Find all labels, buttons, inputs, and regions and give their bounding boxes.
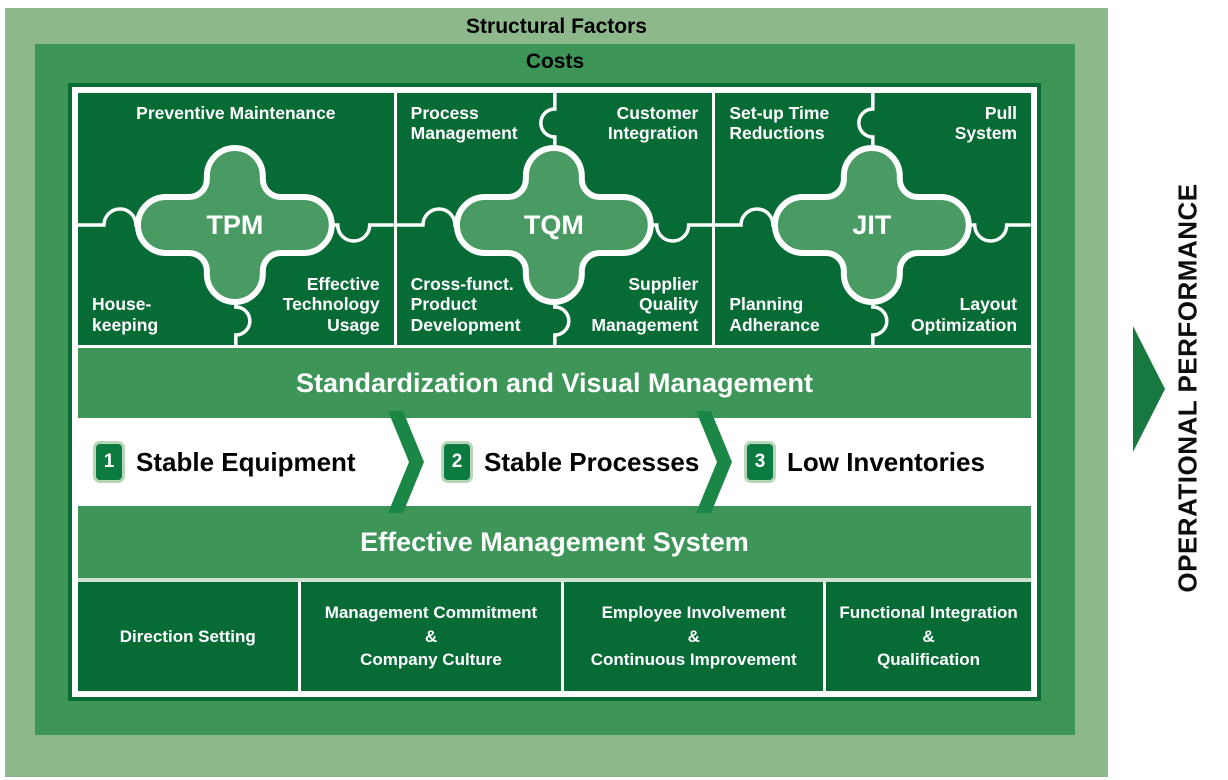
costs-title: Costs [525, 50, 585, 73]
foundation-cell-direction-setting: Direction Setting [78, 582, 298, 691]
jit-top-left-label: Set-up Time Reductions [729, 103, 830, 144]
tqm-top-right-label: Customer Integration [607, 103, 699, 144]
tqm-top-left-label: Process Management [410, 103, 518, 144]
step-3-label: Low Inventories [787, 446, 985, 477]
step-1-label: Stable Equipment [136, 446, 356, 477]
step-1: 1 Stable Equipment [93, 441, 356, 483]
standardization-bar: Standardization and Visual Management [78, 348, 1031, 418]
framework-frame: TPM Preventive Maintenance House- keepin… [68, 83, 1041, 701]
jit-bottom-right-label: Layout Optimization [911, 294, 1018, 335]
foundation-divider [78, 578, 1031, 582]
jit-puzzle-piece [772, 145, 973, 305]
foundation-cell-management-commitment: Management Commitment & Company Culture [300, 582, 562, 691]
tqm-bottom-left-label: Cross-funct. Product Development [410, 274, 521, 335]
jit-bottom-left-label: Planning Adherance [729, 294, 820, 335]
jit-section: JIT Set-up Time Reductions Pull System P… [715, 93, 1032, 345]
jit-label: JIT [853, 210, 892, 240]
jit-top-right-label: Pull System [954, 103, 1018, 144]
tpm-puzzle-graphic: TPM [78, 145, 394, 345]
step-chevron-icon [388, 411, 424, 513]
management-system-bar: Effective Management System [78, 506, 1031, 578]
jit-puzzle-graphic: JIT [715, 93, 1032, 345]
framework-content: TPM Preventive Maintenance House- keepin… [78, 93, 1032, 691]
costs-panel: Costs TPM Preventive Maintenance House- … [35, 44, 1075, 735]
tpm-label: TPM [206, 210, 263, 240]
step-chevron-icon [696, 411, 732, 513]
tpm-section: TPM Preventive Maintenance House- keepin… [78, 93, 394, 345]
tpm-top-label: Preventive Maintenance [136, 103, 336, 123]
foundation-cell-employee-involvement: Employee Involvement & Continuous Improv… [564, 582, 824, 691]
step-2: 2 Stable Processes [441, 441, 699, 483]
step-2-number-badge: 2 [441, 441, 473, 483]
tqm-label: TQM [524, 210, 584, 240]
tqm-puzzle-graphic: TQM [396, 93, 713, 345]
operational-performance-label: OPERATIONAL PERFORMANCE [1172, 183, 1203, 593]
tqm-puzzle-piece [453, 145, 654, 305]
step-1-number-badge: 1 [93, 441, 125, 483]
structural-factors-title: Structural Factors [466, 15, 647, 38]
standardization-label: Standardization and Visual Management [295, 367, 814, 398]
step-3: 3 Low Inventories [744, 441, 985, 483]
tpm-bottom-right-label: Effective Technology Usage [282, 274, 380, 335]
tpm-puzzle-piece [134, 145, 335, 305]
tpm-bottom-left-label: House- keeping [92, 294, 159, 335]
tqm-bottom-right-label: Supplier Quality Management [591, 274, 699, 335]
foundation-cell-functional-integration: Functional Integration & Qualification [826, 582, 1031, 691]
management-system-label: Effective Management System [360, 526, 749, 557]
tqm-section: TQM Process Management Customer Integrat… [396, 93, 713, 345]
step-2-label: Stable Processes [484, 446, 700, 477]
structural-factors-panel: Structural Factors Costs TPM Preventive … [5, 8, 1108, 777]
performance-arrow-icon [1133, 326, 1165, 452]
foundation-row: Direction Setting Management Commitment … [78, 582, 1031, 691]
steps-band: 1 Stable Equipment 2 Stable Processes [78, 411, 1031, 513]
step-3-number-badge: 3 [744, 441, 776, 483]
puzzle-row: TPM Preventive Maintenance House- keepin… [78, 93, 1032, 345]
